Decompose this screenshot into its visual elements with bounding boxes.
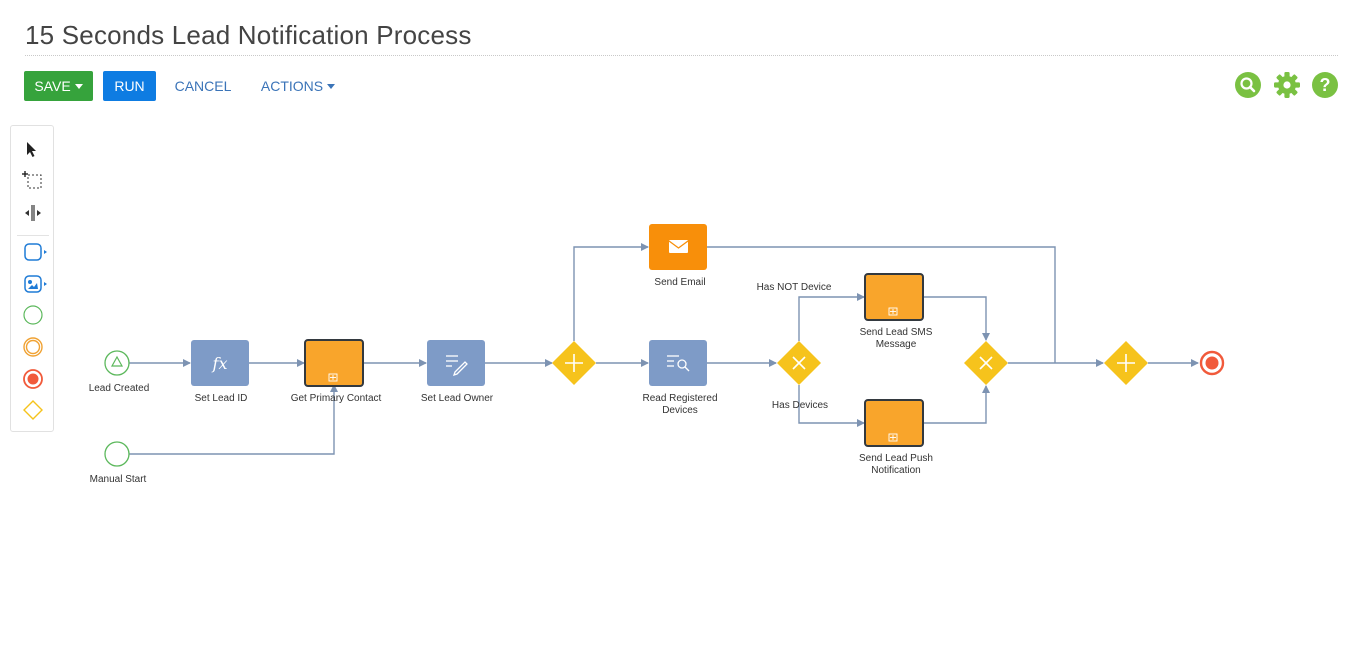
- get-primary-contact-label: Get Primary Contact: [291, 393, 382, 404]
- start-event-icon[interactable]: [11, 303, 55, 327]
- signal-icon: [110, 355, 124, 367]
- run-button[interactable]: RUN: [103, 71, 156, 101]
- svg-text:?: ?: [1320, 75, 1331, 95]
- exclusive-gateway[interactable]: [777, 341, 821, 385]
- send-lead-push-subprocess[interactable]: [864, 399, 924, 447]
- send-lead-sms-label-line2: Message: [876, 339, 917, 350]
- end-event-icon[interactable]: [11, 367, 55, 391]
- send-email-label: Send Email: [654, 277, 705, 288]
- send-lead-sms-label-line1: Send Lead SMS: [860, 327, 933, 338]
- parallel-gateway[interactable]: [1104, 341, 1148, 385]
- lead-created-start-event[interactable]: [104, 350, 130, 376]
- send-lead-sms-subprocess[interactable]: [864, 273, 924, 321]
- flow-line[interactable]: [798, 385, 865, 427]
- title-divider: [25, 55, 1338, 56]
- flow-line[interactable]: [798, 293, 865, 341]
- lasso-select-icon[interactable]: [11, 169, 55, 193]
- actions-label: ACTIONS: [260, 78, 324, 94]
- edit-icon: [446, 355, 468, 377]
- set-lead-id-task[interactable]: fx: [191, 340, 249, 386]
- manual-start-label: Manual Start: [90, 474, 147, 485]
- lead-created-label: Lead Created: [89, 383, 150, 394]
- intermediate-event-icon[interactable]: [11, 335, 55, 359]
- set-lead-id-label: Set Lead ID: [195, 393, 248, 404]
- task-icon[interactable]: [11, 240, 55, 264]
- subprocess-marker-icon: [328, 373, 338, 382]
- page-title: 15 Seconds Lead Notification Process: [25, 20, 472, 50]
- save-label: SAVE: [34, 78, 71, 94]
- search-icon[interactable]: [1235, 72, 1261, 98]
- flow-line[interactable]: [129, 384, 338, 455]
- help-icon[interactable]: ?: [1312, 72, 1338, 98]
- pointer-icon[interactable]: [11, 137, 55, 161]
- exclusive-gateway[interactable]: [964, 341, 1008, 385]
- set-lead-owner-task[interactable]: [427, 340, 485, 386]
- read-registered-devices-label-line2: Devices: [662, 405, 698, 416]
- read-registered-devices-label-line1: Read Registered: [642, 393, 717, 404]
- space-tool-icon[interactable]: [11, 201, 55, 225]
- end-event[interactable]: [1199, 350, 1225, 376]
- has-devices-label: Has Devices: [772, 400, 828, 411]
- read-registered-devices-task[interactable]: [649, 340, 707, 386]
- palette-divider: [17, 235, 49, 236]
- user-task-icon[interactable]: [11, 272, 55, 296]
- chevron-down-icon: [74, 83, 83, 89]
- subprocess-marker-icon: [888, 307, 898, 316]
- subprocess-marker-icon: [888, 433, 898, 442]
- send-email-task[interactable]: [649, 224, 707, 270]
- gear-icon[interactable]: [1274, 72, 1300, 98]
- get-primary-contact-subprocess[interactable]: [304, 339, 364, 387]
- mail-icon: [668, 240, 689, 253]
- send-lead-push-label-line1: Send Lead Push: [859, 453, 933, 464]
- set-lead-owner-label: Set Lead Owner: [421, 393, 494, 404]
- parallel-gateway[interactable]: [552, 341, 596, 385]
- chevron-down-icon: [327, 83, 336, 89]
- save-button[interactable]: SAVE: [24, 71, 93, 101]
- flow-line[interactable]: [923, 296, 990, 341]
- flow-line[interactable]: [707, 246, 1056, 363]
- manual-start-event[interactable]: [104, 441, 130, 467]
- send-lead-push-label-line2: Notification: [871, 465, 920, 476]
- cancel-button[interactable]: CANCEL: [174, 78, 232, 94]
- read-data-icon: [667, 355, 690, 372]
- formula-icon: fx: [212, 354, 228, 373]
- flow-line[interactable]: [923, 385, 990, 424]
- has-not-device-label: Has NOT Device: [757, 282, 832, 293]
- flow-line[interactable]: [573, 243, 649, 341]
- gateway-icon[interactable]: [11, 398, 55, 422]
- actions-button[interactable]: ACTIONS: [256, 71, 340, 101]
- element-palette: [10, 125, 54, 432]
